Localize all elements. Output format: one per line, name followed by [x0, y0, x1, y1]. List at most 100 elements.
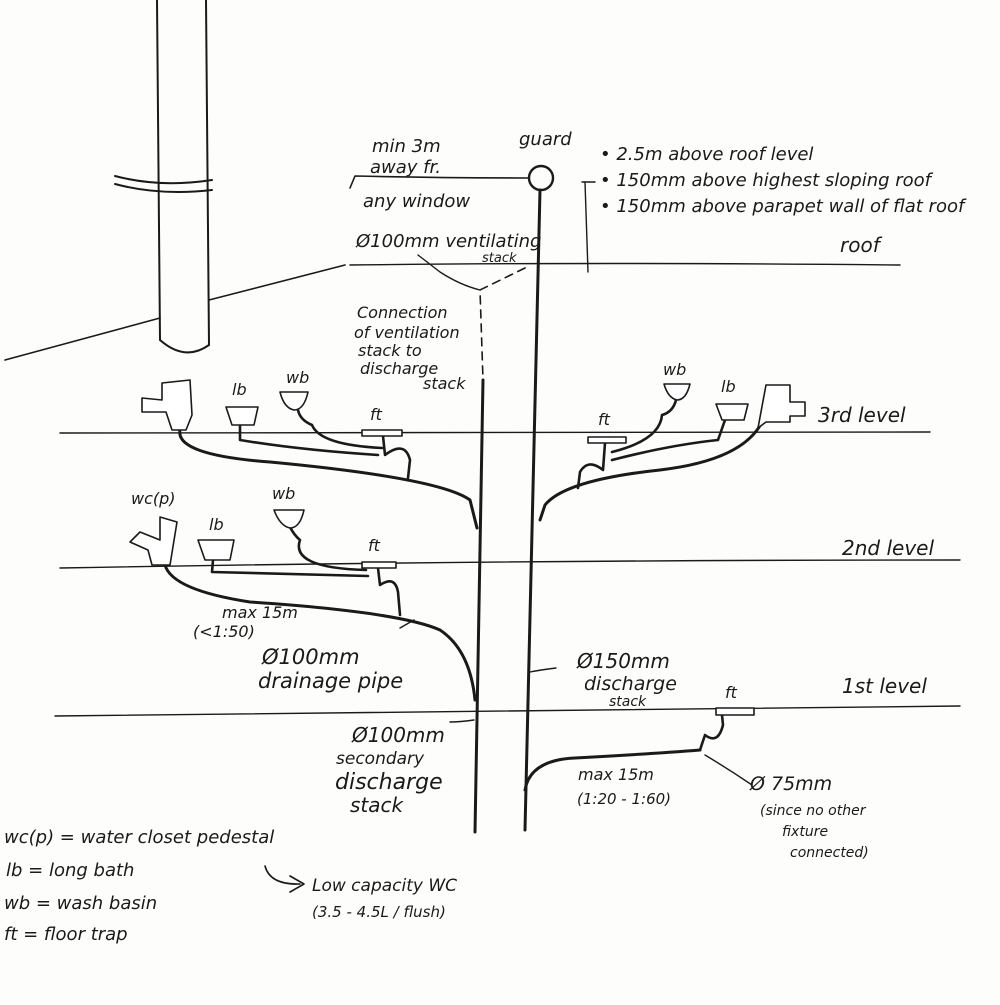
lb-drain-3r	[610, 418, 727, 462]
roof-line	[349, 262, 901, 266]
legend-wb: wb = wash basin	[4, 893, 157, 914]
ventilating-stack-note: Ø100mm ventilating stack	[355, 231, 541, 266]
discharge-stack-word: stack	[609, 694, 647, 710]
window-note-line-1: min 3m	[372, 136, 441, 157]
column-base	[159, 339, 210, 354]
drainage-gradient: (<1:50)	[193, 622, 255, 641]
annotation-lines	[264, 175, 753, 893]
legend: wc(p) = water closet pedestal lb = long …	[4, 827, 274, 945]
building-background	[4, 0, 346, 361]
second-left-branch	[163, 525, 477, 702]
lb-label-2l: lb	[209, 515, 224, 534]
ground-branch-note: max 15m (1:20 - 1:60)	[577, 765, 671, 808]
connection-line-2: of ventilation	[354, 323, 460, 342]
secondary-leader-line	[449, 719, 475, 723]
vent-height-rules: • 2.5m above roof level • 150mm above hi…	[600, 144, 967, 217]
window-clearance-note: min 3m away fr. any window	[363, 136, 470, 212]
connection-line-4: discharge	[360, 359, 438, 378]
wb-label-3l: wb	[286, 368, 309, 387]
legend-lb: lb = long bath	[6, 860, 134, 881]
drainage-pipe-note: max 15m (<1:50) Ø100mm drainage pipe	[193, 603, 403, 693]
ground-gradient: (1:20 - 1:60)	[577, 790, 671, 808]
ft-label-2l: ft	[368, 536, 381, 555]
low-capacity-note: Low capacity WC (3.5 - 4.5L / flush)	[312, 876, 457, 921]
ft-label-3r: ft	[598, 410, 611, 429]
ft-drain-3r	[576, 441, 607, 490]
ft-fixture-3l	[361, 429, 403, 437]
wb-label-2l: wb	[272, 484, 295, 503]
ft-label-1r: ft	[725, 683, 738, 702]
ft-fixture-1r	[715, 707, 755, 716]
ft-drain-3l	[381, 434, 412, 480]
legend-ft: ft = floor trap	[4, 924, 128, 945]
ft-fixture-2l	[361, 561, 397, 569]
window-clearance-line	[349, 175, 529, 189]
lb-fixture-3r	[715, 403, 749, 421]
vent-connection-dashed	[479, 267, 526, 381]
fixture-labels: lb wb ft wb lb ft wc(p) lb wb ft ft	[131, 360, 738, 702]
ground-pipe-reason-1: (since no other	[760, 803, 867, 819]
connection-line-3: stack to	[358, 341, 422, 360]
guard-label: guard	[519, 129, 572, 150]
window-note-line-2: away fr.	[370, 157, 441, 178]
wb-fixture-3r	[663, 383, 691, 401]
vent-rule-1: • 2.5m above roof level	[600, 144, 813, 165]
floor-lines	[54, 262, 961, 717]
third-left-branch	[178, 408, 479, 530]
ft-fixture-3r	[587, 436, 627, 444]
third-level-label: 3rd level	[818, 403, 906, 427]
lb-drain-2l	[210, 558, 370, 578]
ground-pipe-leader-line	[704, 754, 753, 786]
second-level-label: 2nd level	[842, 536, 934, 560]
lb-label-3l: lb	[232, 380, 247, 399]
wc-fixture-3l	[141, 379, 193, 431]
column-rope	[114, 175, 213, 193]
column-right-edge	[205, 0, 210, 346]
lb-label-3r: lb	[721, 377, 736, 396]
second-level-line	[59, 559, 961, 569]
level-labels: roof 3rd level 2nd level 1st level	[818, 233, 934, 698]
first-right-branch	[523, 713, 725, 792]
first-level-label: 1st level	[842, 674, 927, 698]
third-level-line	[59, 431, 931, 434]
secondary-diameter: Ø100mm	[351, 723, 445, 747]
ft-drain-2l	[376, 566, 402, 617]
discharge-word: discharge	[584, 673, 677, 695]
ft-trap-1r	[698, 713, 725, 752]
discharge-diameter: Ø150mm	[576, 649, 670, 673]
third-right-branch	[538, 398, 765, 522]
column-left-edge	[156, 0, 161, 341]
lb-fixture-3l	[225, 406, 259, 426]
secondary-discharge-stack	[473, 378, 485, 834]
ground-pipe-reason-3: connected)	[790, 845, 869, 861]
first-level-line	[54, 705, 961, 717]
roof-edge-line	[4, 264, 346, 361]
secondary-stack-word: stack	[350, 793, 405, 817]
wb-fixture-2l	[273, 509, 305, 529]
low-capacity-arrow-line	[264, 865, 301, 885]
low-capacity-line-2: (3.5 - 4.5L / flush)	[312, 903, 446, 921]
height-dimension-line	[584, 181, 589, 273]
ground-pipe-diameter: Ø 75mm	[749, 773, 832, 795]
connection-line-5: stack	[423, 374, 466, 393]
lb-fixture-2l	[197, 539, 235, 561]
roof-label: roof	[840, 233, 883, 257]
vent-rule-2: • 150mm above highest sloping roof	[600, 170, 934, 191]
wb-drain-3l	[296, 408, 384, 450]
low-capacity-arrow-head	[289, 875, 305, 893]
secondary-word: secondary	[336, 749, 425, 769]
drainage-leader-line	[399, 619, 415, 629]
wcp-fixture-2l	[129, 516, 178, 566]
wb-drain-3r	[610, 398, 678, 454]
low-capacity-line-1: Low capacity WC	[312, 876, 457, 896]
wc-drain-3l	[178, 428, 479, 530]
discharge-leader-line	[529, 667, 557, 673]
drainage-max-length: max 15m	[222, 603, 298, 622]
wc-drain-3r	[538, 418, 765, 522]
guard-cap	[527, 164, 555, 192]
ground-max-length: max 15m	[578, 765, 654, 784]
vent-rule-3: • 150mm above parapet wall of flat roof	[600, 196, 967, 217]
vent-leader-line	[417, 254, 481, 291]
